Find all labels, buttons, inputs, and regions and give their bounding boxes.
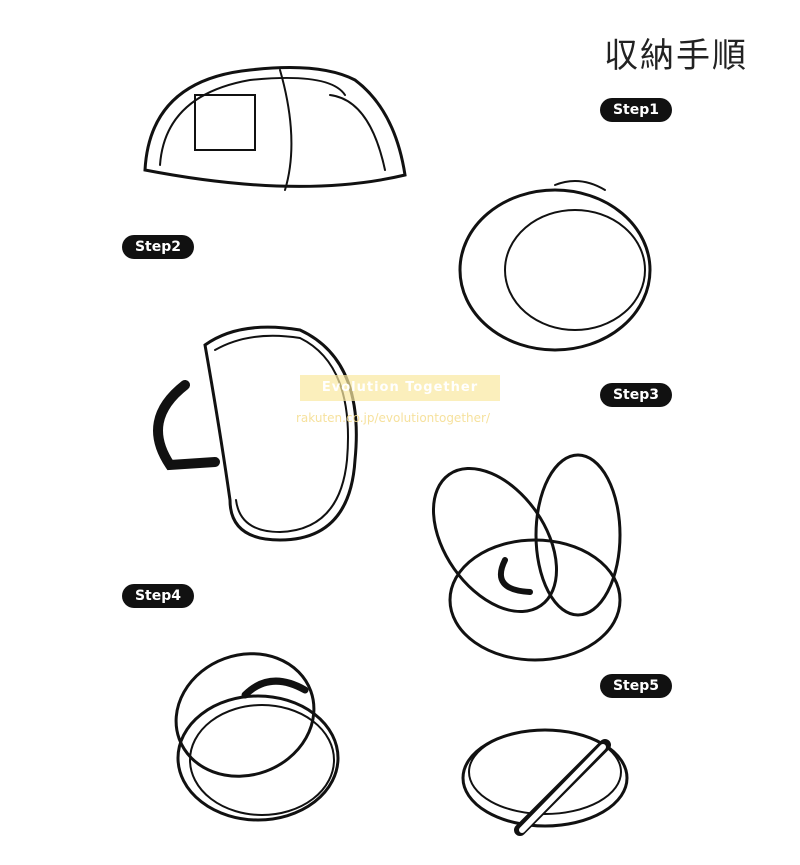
step4-badge: Step4 [122,584,194,608]
step1-badge: Step1 [600,98,672,122]
tent-illustration [143,66,407,191]
step2-illustration [458,180,652,352]
step5b-illustration [461,728,629,836]
page-title: 収納手順 [604,36,748,76]
step4-illustration [431,453,622,662]
step3-badge: Step3 [600,383,672,407]
step5-badge: Step5 [600,674,672,698]
step2-badge: Step2 [122,235,194,259]
step5a-illustration [174,652,340,822]
watermark-url: rakuten.co.jp/evolutiontogether/ [296,411,490,425]
watermark-brand: Evolution Together [300,375,500,401]
step3-illustration [153,325,358,542]
